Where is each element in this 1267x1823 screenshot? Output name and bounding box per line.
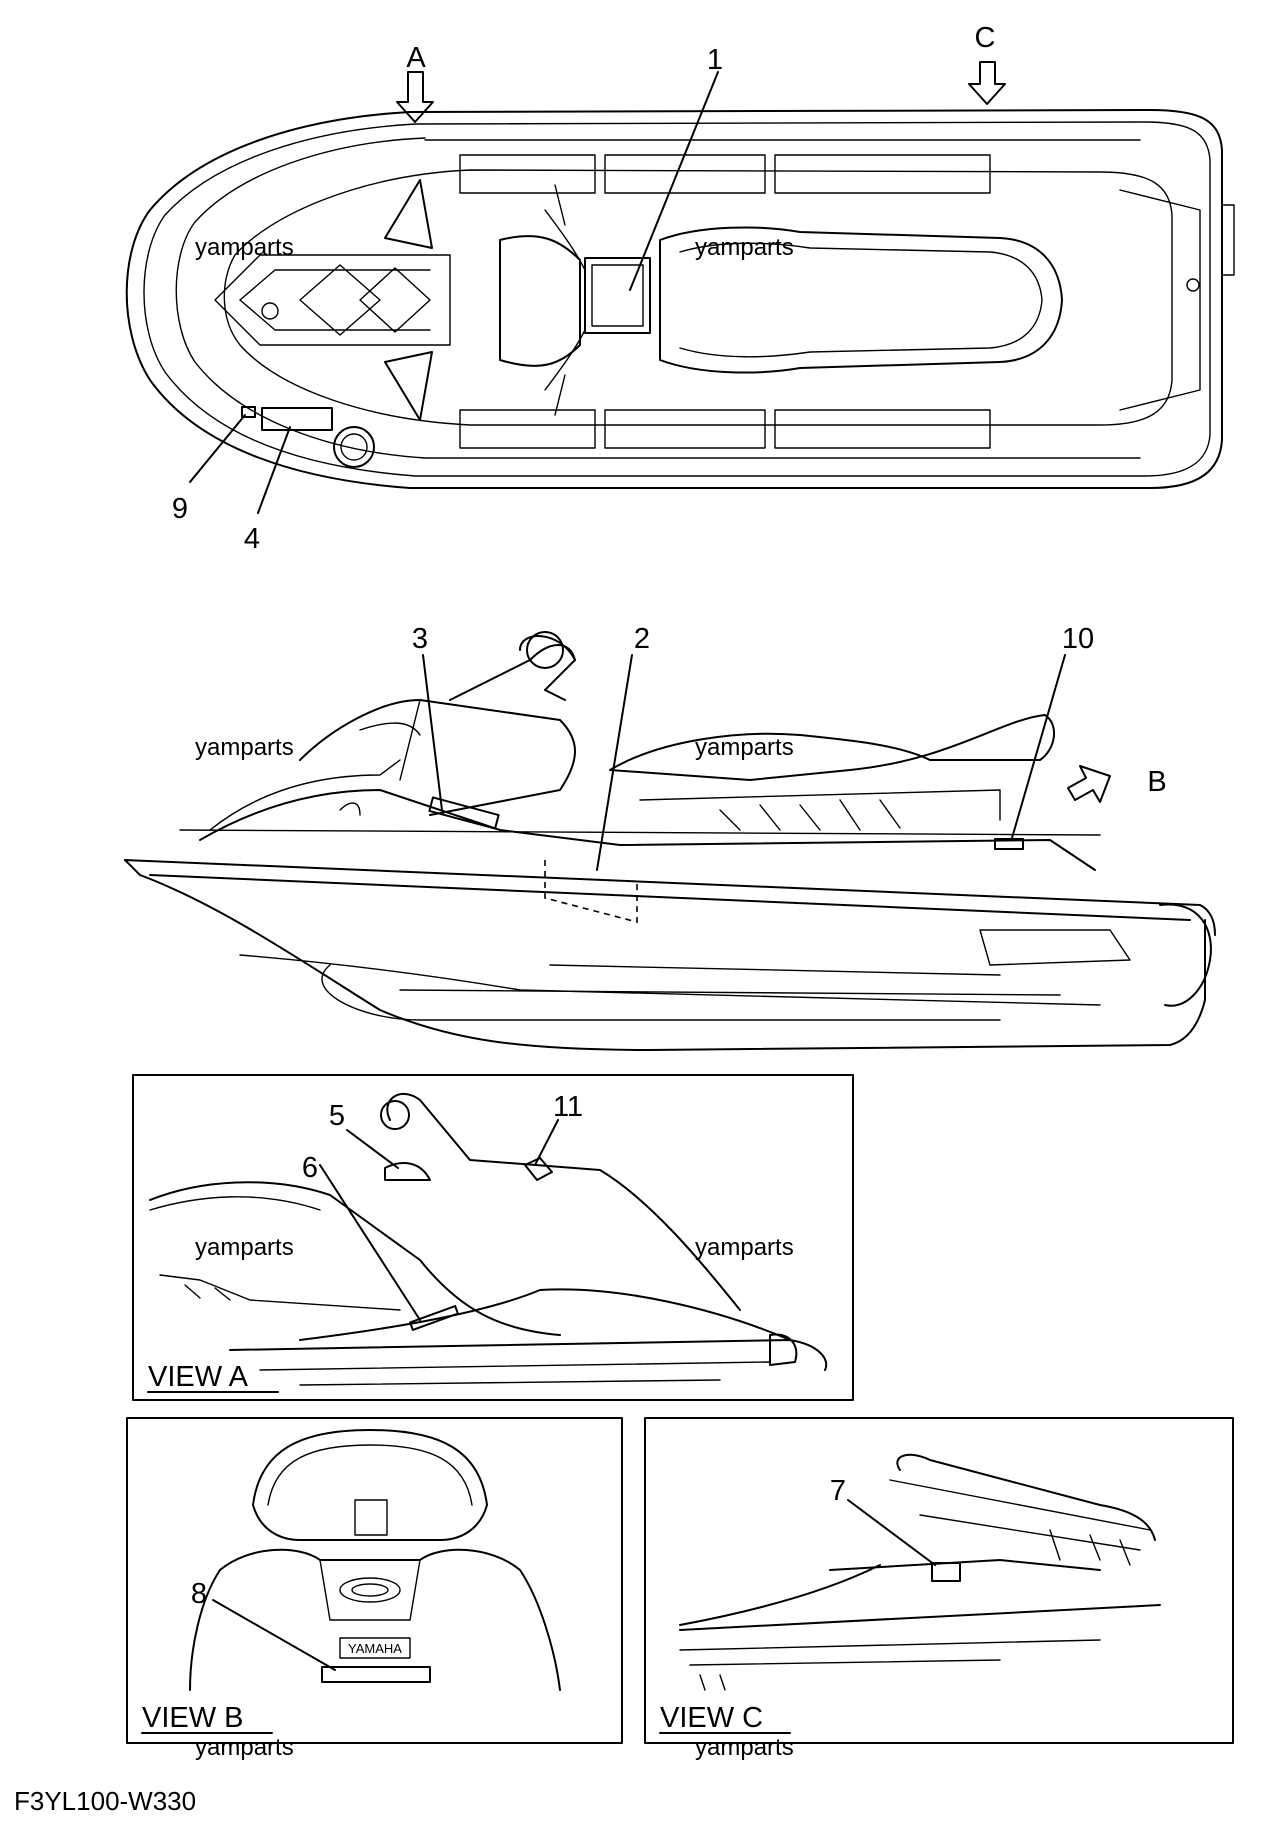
watermark-1: yamparts xyxy=(195,234,294,261)
callout-5: 5 xyxy=(329,1100,345,1132)
arrow-letter-b: B xyxy=(1147,766,1166,798)
callout-1: 1 xyxy=(707,44,723,76)
watermark-6: yamparts xyxy=(695,1234,794,1261)
view-a-title: VIEW A xyxy=(148,1361,249,1393)
watermark-3: yamparts xyxy=(195,734,294,761)
view-c-title: VIEW C xyxy=(660,1702,763,1734)
callout-9: 9 xyxy=(172,493,188,525)
callout-8: 8 xyxy=(191,1578,207,1610)
watermark-2: yamparts xyxy=(695,234,794,261)
top-view-watercraft xyxy=(125,71,1235,514)
view-b-title: VIEW B xyxy=(142,1702,244,1734)
watermark-4: yamparts xyxy=(695,734,794,761)
view-a-panel xyxy=(132,1074,854,1401)
view-arrow-b xyxy=(1067,765,1111,803)
arrow-letter-c: C xyxy=(975,22,996,54)
callout-11: 11 xyxy=(553,1091,583,1123)
watermarks: yamparts yamparts yamparts yamparts yamp… xyxy=(195,234,794,1761)
view-arrow-a xyxy=(396,71,434,123)
view-titles: VIEW A VIEW B VIEW C xyxy=(141,1361,791,1734)
callout-4: 4 xyxy=(244,523,260,555)
callout-6: 6 xyxy=(302,1152,318,1184)
view-b-panel: YAMAHA xyxy=(126,1417,623,1744)
callout-3: 3 xyxy=(412,623,428,655)
brand-plate-text: YAMAHA xyxy=(348,1641,402,1656)
arrow-letter-a: A xyxy=(406,42,426,74)
callout-7: 7 xyxy=(830,1475,846,1507)
watermark-8: yamparts xyxy=(695,1734,794,1761)
callout-2: 2 xyxy=(634,623,650,655)
view-arrow-letters: A B C xyxy=(406,22,1166,798)
view-c-panel xyxy=(644,1417,1234,1744)
side-view-watercraft xyxy=(124,631,1216,1051)
watermark-5: yamparts xyxy=(195,1234,294,1261)
figure-code: F3YL100-W330 xyxy=(14,1786,196,1816)
view-arrow-c xyxy=(968,61,1006,105)
callout-labels: 1 2 3 4 5 6 7 8 9 10 11 xyxy=(172,44,1094,1610)
watermark-7: yamparts xyxy=(195,1734,294,1761)
callout-10: 10 xyxy=(1062,623,1094,655)
